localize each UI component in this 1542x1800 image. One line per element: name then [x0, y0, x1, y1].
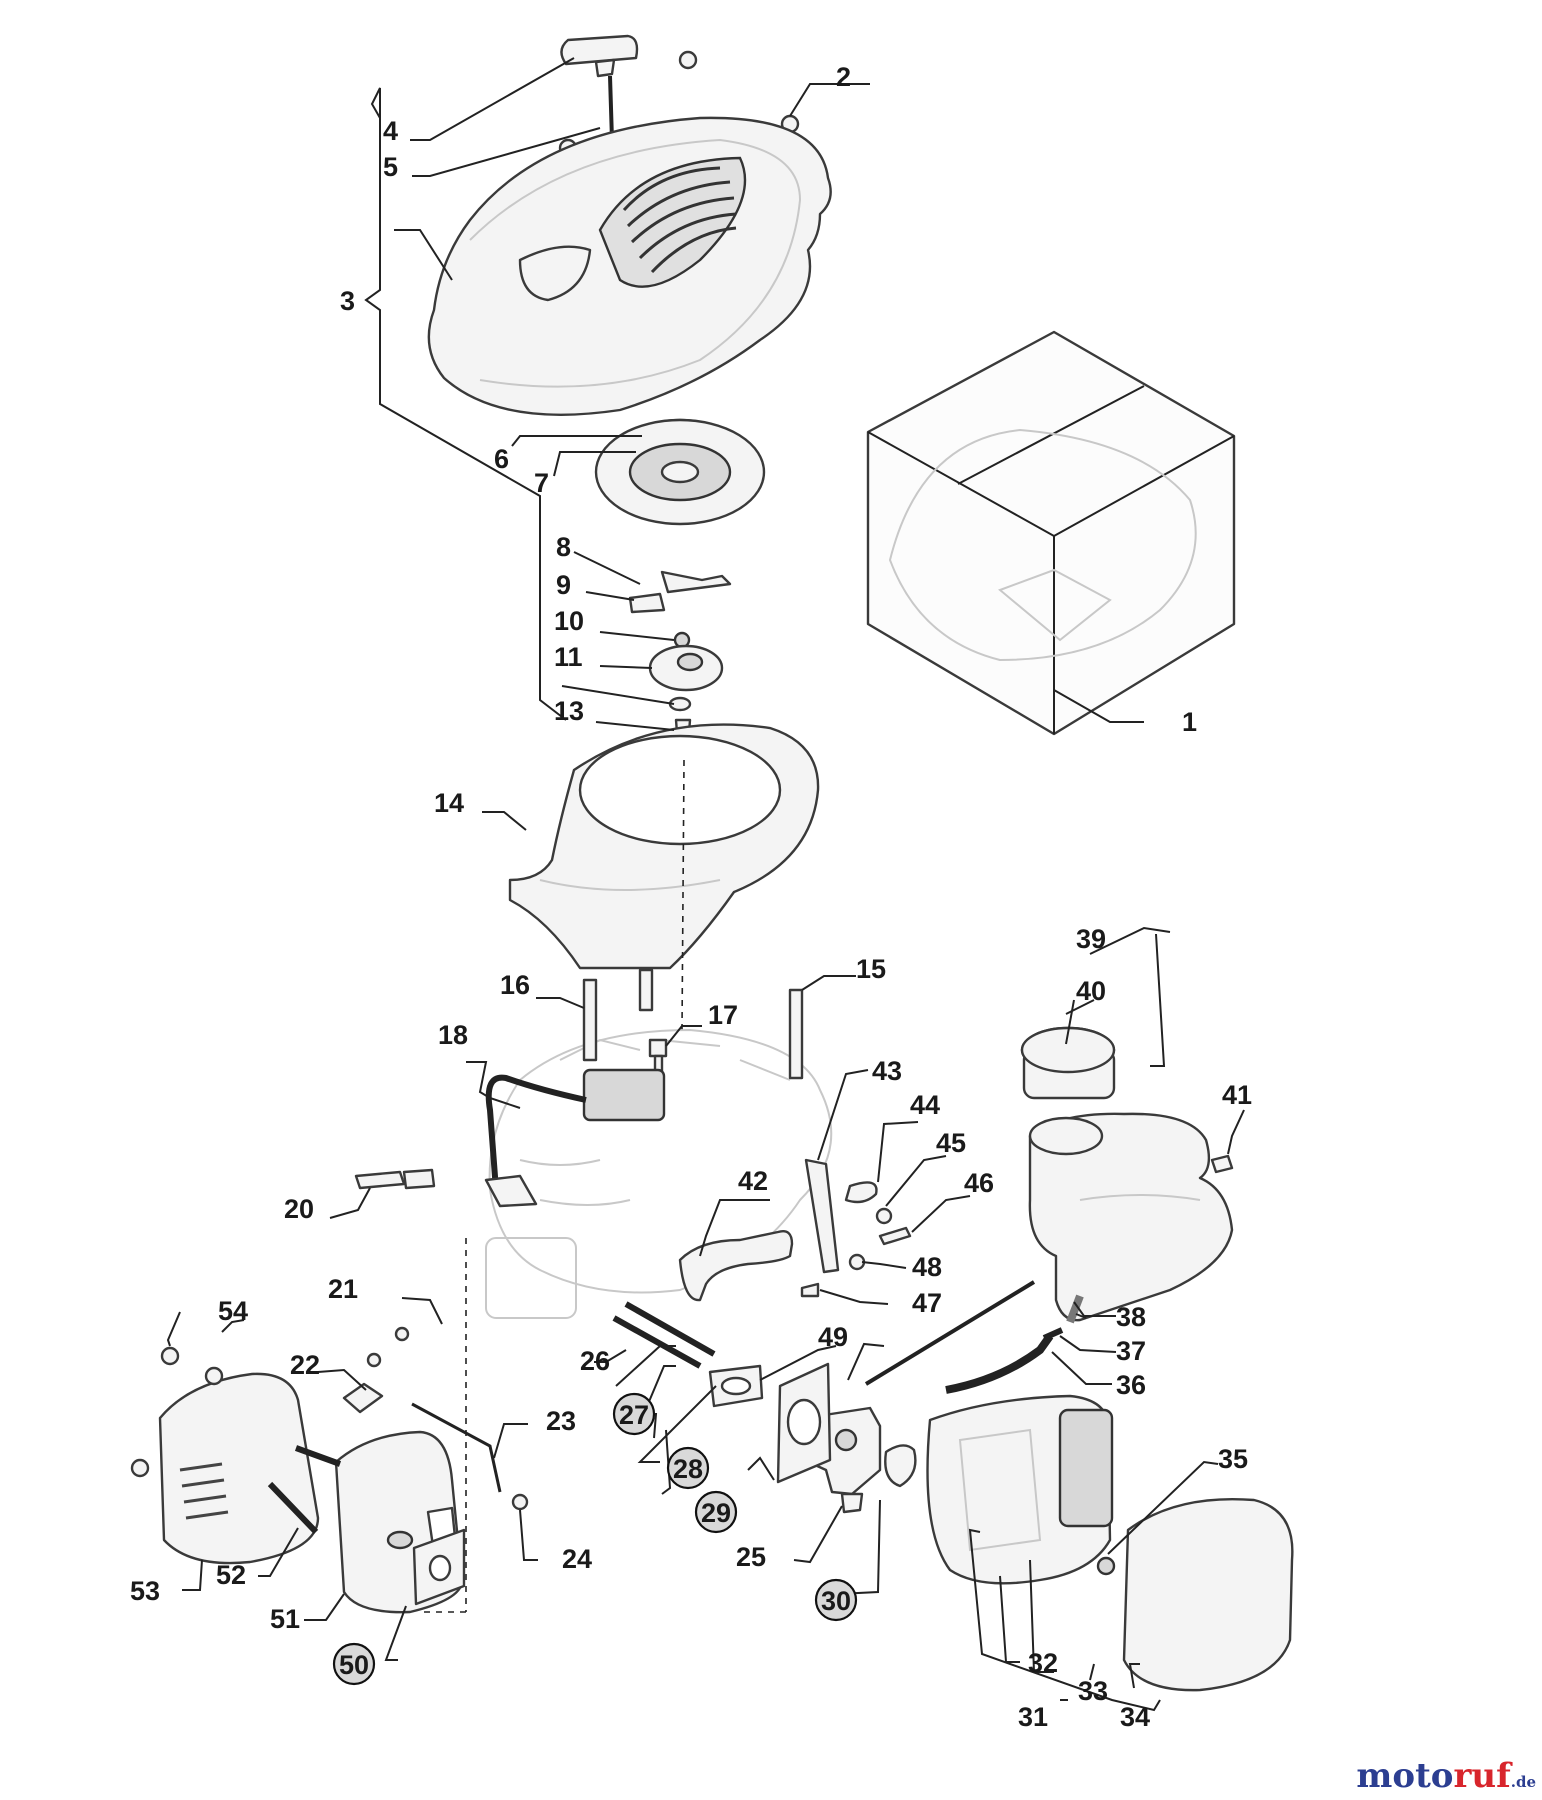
engine-top-cover: [427, 116, 832, 416]
throttle-rod: [864, 1280, 1036, 1386]
label-40: 40: [1076, 976, 1106, 1006]
label-36: 36: [1116, 1370, 1146, 1400]
ignition-coil: [484, 1068, 666, 1208]
leader-lines: [166, 57, 1245, 1712]
label-38: 38: [1116, 1302, 1146, 1332]
label-30-circle: [814, 1578, 858, 1622]
blower-housing: [508, 723, 820, 970]
label-10: 10: [554, 606, 584, 636]
spark-arrestor-bracket: [342, 1382, 529, 1511]
label-20: 20: [284, 1194, 314, 1224]
label-17: 17: [708, 1000, 738, 1030]
label-50: 50: [339, 1650, 369, 1680]
label-3: 3: [340, 286, 355, 316]
label-13: 13: [554, 696, 584, 726]
label-28: 28: [673, 1454, 703, 1484]
label-27-circle: [612, 1392, 656, 1436]
starter-pawl: [628, 570, 732, 614]
spark-plug: [354, 1168, 436, 1190]
exhaust-studs: [612, 1301, 716, 1369]
label-52: 52: [216, 1560, 246, 1590]
label-42: 42: [738, 1166, 768, 1196]
part-labels: 1 2 3 4 5 6 7 8 9 10 11 13 14 15 16 17 1…: [130, 62, 1252, 1732]
starter-handle: [560, 34, 639, 141]
label-54: 54: [218, 1296, 248, 1326]
label-32: 32: [1028, 1648, 1058, 1678]
label-29: 29: [701, 1498, 731, 1528]
label-15: 15: [856, 954, 886, 984]
label-35: 35: [1218, 1444, 1248, 1474]
label-44: 44: [910, 1090, 940, 1120]
muffler-bolts: [130, 1326, 410, 1535]
label-5: 5: [383, 152, 398, 182]
fuel-tank: [1020, 1026, 1234, 1322]
label-24: 24: [562, 1544, 592, 1574]
label-49: 49: [818, 1322, 848, 1352]
label-27: 27: [619, 1400, 649, 1430]
fuel-line: [945, 1294, 1084, 1394]
complete-engine-box: [866, 330, 1236, 736]
label-7: 7: [534, 468, 549, 498]
label-51: 51: [270, 1604, 300, 1634]
breather-tube: [678, 1230, 794, 1302]
watermark-part2: ruf: [1453, 1756, 1511, 1796]
recoil-starter-pulley: [594, 418, 766, 526]
label-46: 46: [964, 1168, 994, 1198]
bolt: [648, 1038, 668, 1074]
exhaust-gasket: [412, 1528, 466, 1606]
label-16: 16: [500, 970, 530, 1000]
motoruf-watermark-logo: motoruf.de: [1356, 1756, 1536, 1796]
label-29-circle: [694, 1490, 738, 1534]
label-39: 39: [1076, 924, 1106, 954]
label-23: 23: [546, 1406, 576, 1436]
air-filter-housing: [926, 1394, 1294, 1692]
label-37: 37: [1116, 1336, 1146, 1366]
label-26: 26: [580, 1346, 610, 1376]
label-31: 31: [1018, 1702, 1048, 1732]
label-47: 47: [912, 1288, 942, 1318]
label-33: 33: [1078, 1676, 1108, 1706]
label-53: 53: [130, 1576, 160, 1606]
label-48: 48: [912, 1252, 942, 1282]
label-41: 41: [1222, 1080, 1252, 1110]
label-8: 8: [556, 532, 571, 562]
throttle-bracket: [804, 1158, 840, 1274]
label-34: 34: [1120, 1702, 1150, 1732]
label-22: 22: [290, 1350, 320, 1380]
label-28-circle: [666, 1446, 710, 1490]
label-25: 25: [736, 1542, 766, 1572]
label-43: 43: [872, 1056, 902, 1086]
label-11: 11: [554, 642, 583, 672]
alignment-lines: [424, 759, 685, 1613]
heat-shield: [158, 1372, 320, 1565]
label-45: 45: [936, 1128, 966, 1158]
small-hardware: [800, 1181, 912, 1298]
watermark-part1: moto: [1356, 1756, 1454, 1796]
label-50-circle: [332, 1642, 376, 1686]
starter-cam: [648, 631, 724, 748]
label-6: 6: [494, 444, 509, 474]
watermark-part3: .de: [1510, 1773, 1536, 1791]
label-14: 14: [434, 788, 464, 818]
label-30: 30: [821, 1586, 851, 1616]
label-4: 4: [383, 116, 398, 146]
label-21: 21: [328, 1274, 358, 1304]
label-18: 18: [438, 1020, 468, 1050]
label-2: 2: [836, 62, 851, 92]
studs: [582, 968, 804, 1080]
label-9: 9: [556, 570, 571, 600]
gasket: [708, 1362, 917, 1488]
label-1: 1: [1182, 707, 1197, 737]
